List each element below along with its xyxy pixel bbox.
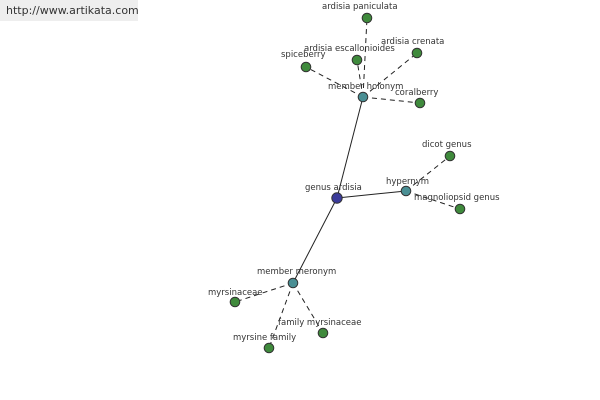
- edge-rel-hypernym-leaf-dicot: [405, 155, 451, 192]
- node-dot-leaf-dicot[interactable]: [444, 150, 456, 162]
- node-dot-leaf-myrsine-family[interactable]: [263, 342, 275, 354]
- edge-rel-holonym-leaf-paniculata: [362, 17, 368, 98]
- edge-rel-holonym-leaf-escallonioides: [356, 59, 364, 98]
- node-dot-leaf-myrsinaceae[interactable]: [229, 296, 241, 308]
- node-leaf-coralberry[interactable]: coralberry: [395, 88, 438, 109]
- node-label-leaf-escallonioides[interactable]: ardisia escallonioides: [304, 44, 395, 54]
- edge-rel-hypernym-leaf-magnoliopsid: [405, 190, 461, 210]
- node-dot-rel-meronym[interactable]: [287, 277, 299, 289]
- edge-rel-meronym-leaf-family-myrsinaceae: [292, 282, 324, 334]
- edge-root-rel-hypernym: [336, 190, 407, 199]
- edge-rel-meronym-leaf-myrsine-family: [268, 282, 294, 349]
- node-dot-leaf-escallonioides[interactable]: [351, 54, 363, 66]
- node-rel-hypernym[interactable]: hypernym: [386, 177, 429, 197]
- node-leaf-dicot[interactable]: dicot genus: [422, 140, 472, 162]
- source-url[interactable]: http://www.artikata.com: [0, 0, 139, 21]
- node-leaf-magnoliopsid[interactable]: magnoliopsid genus: [414, 193, 500, 215]
- graph-edges: [234, 17, 461, 349]
- node-root[interactable]: genus ardisia: [305, 183, 362, 204]
- node-label-leaf-spiceberry[interactable]: spiceberry: [281, 50, 326, 60]
- node-dot-leaf-family-myrsinaceae[interactable]: [317, 327, 329, 339]
- edge-rel-holonym-leaf-crenata: [362, 52, 418, 98]
- edge-root-rel-holonym: [336, 96, 364, 199]
- node-label-leaf-coralberry[interactable]: coralberry: [395, 88, 438, 98]
- node-dot-rel-holonym[interactable]: [357, 91, 369, 103]
- edge-rel-holonym-leaf-coralberry: [362, 96, 421, 104]
- node-leaf-escallonioides[interactable]: ardisia escallonioides: [304, 44, 395, 66]
- node-dot-rel-hypernym[interactable]: [400, 185, 412, 197]
- node-dot-leaf-magnoliopsid[interactable]: [454, 203, 466, 215]
- node-leaf-spiceberry[interactable]: spiceberry: [281, 50, 326, 73]
- node-dot-leaf-coralberry[interactable]: [414, 97, 426, 109]
- node-leaf-myrsine-family[interactable]: myrsine family: [233, 333, 296, 354]
- node-label-leaf-myrsine-family[interactable]: myrsine family: [233, 333, 296, 343]
- node-rel-holonym[interactable]: member holonym: [328, 82, 403, 103]
- node-label-leaf-paniculata[interactable]: ardisia paniculata: [322, 2, 398, 12]
- node-rel-meronym[interactable]: member meronym: [257, 267, 336, 289]
- edge-rel-holonym-leaf-spiceberry: [305, 66, 364, 98]
- node-label-rel-holonym[interactable]: member holonym: [328, 82, 403, 92]
- node-label-leaf-myrsinaceae[interactable]: myrsinaceae: [208, 288, 263, 298]
- node-label-leaf-family-myrsinaceae[interactable]: family myrsinaceae: [278, 318, 361, 328]
- edge-root-rel-meronym: [292, 197, 338, 284]
- node-label-root[interactable]: genus ardisia: [305, 183, 362, 193]
- node-label-rel-meronym[interactable]: member meronym: [257, 267, 336, 277]
- graph-nodes: ardisia paniculata ardisia crenataardisia…: [208, 2, 500, 354]
- node-leaf-paniculata[interactable]: ardisia paniculata: [322, 2, 398, 24]
- node-dot-root[interactable]: [331, 192, 343, 204]
- node-dot-leaf-spiceberry[interactable]: [300, 61, 312, 73]
- node-label-rel-hypernym[interactable]: hypernym: [386, 177, 429, 187]
- node-label-leaf-crenata[interactable]: ardisia crenata: [381, 37, 444, 47]
- node-dot-leaf-paniculata[interactable]: [361, 12, 373, 24]
- node-leaf-myrsinaceae[interactable]: myrsinaceae: [208, 288, 263, 308]
- node-leaf-crenata[interactable]: ardisia crenata: [381, 37, 444, 59]
- edge-rel-meronym-leaf-myrsinaceae: [234, 282, 294, 303]
- node-leaf-family-myrsinaceae[interactable]: family myrsinaceae: [278, 318, 361, 339]
- node-label-leaf-magnoliopsid[interactable]: magnoliopsid genus: [414, 193, 500, 203]
- node-dot-leaf-crenata[interactable]: [411, 47, 423, 59]
- node-label-leaf-dicot[interactable]: dicot genus: [422, 140, 472, 150]
